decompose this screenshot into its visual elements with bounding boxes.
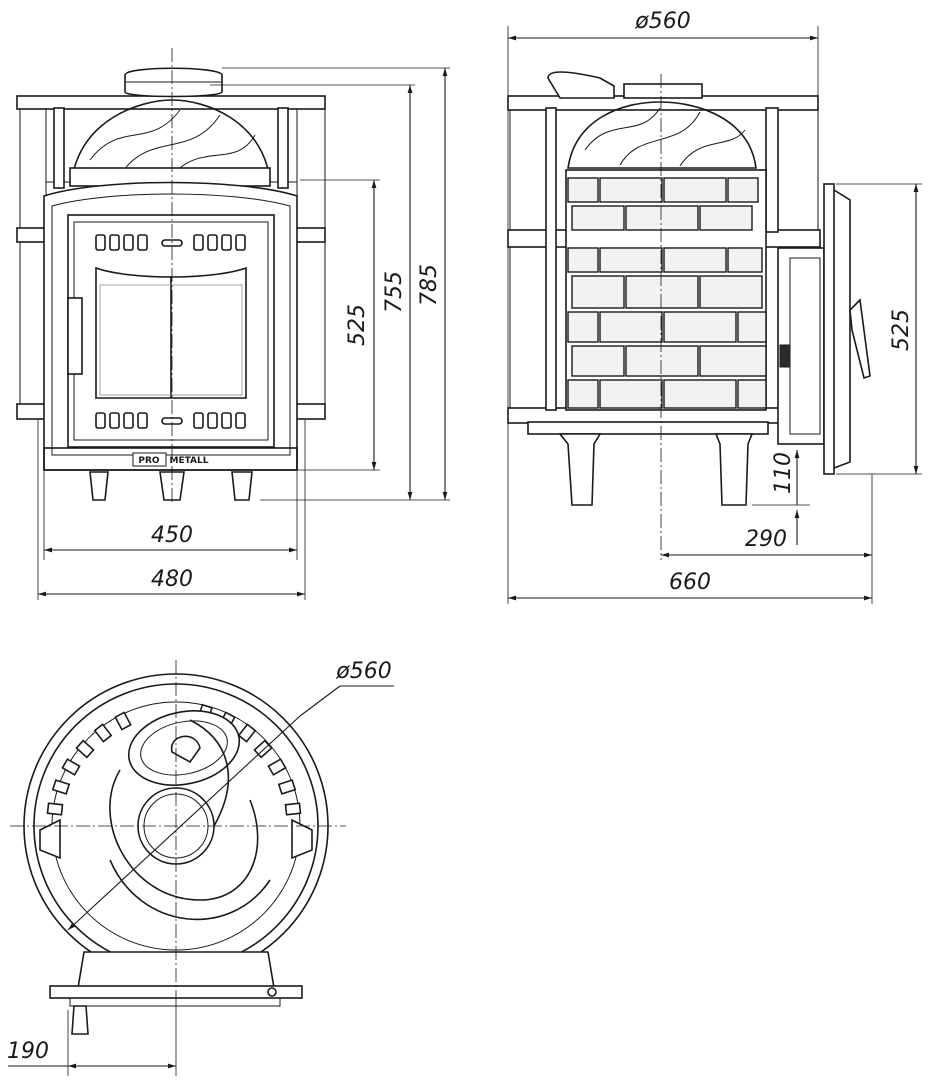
brand-logo: PRO METALL [132, 452, 209, 467]
dim-side-leg-height: 110 [771, 452, 796, 494]
front-base [43, 447, 298, 471]
side-door-handle [849, 298, 871, 380]
front-mesh-right [296, 107, 326, 411]
top-spiral [109, 719, 271, 921]
front-post-right [277, 107, 289, 189]
front-door-handle [67, 297, 83, 375]
dim-front-525: 525 [345, 304, 370, 346]
top-chimney-oval [127, 710, 241, 786]
side-dome [567, 101, 757, 169]
front-view: PRO METALL [16, 48, 326, 505]
side-mesh-left [509, 107, 547, 411]
side-leg-right [714, 433, 754, 506]
side-door-frame [777, 247, 825, 445]
front-leg-left [89, 471, 109, 501]
dim-side-diameter: ø560 [634, 9, 690, 34]
dim-side-door-height: 525 [889, 309, 914, 351]
front-dimensions: 525 755 785 450 480 [37, 67, 450, 600]
top-door-handle [71, 1005, 89, 1035]
side-post-right [765, 107, 779, 233]
front-leg-center [159, 471, 185, 501]
brand-logo-left: PRO [138, 456, 160, 466]
dim-top-diameter: ø560 [335, 659, 391, 684]
top-view [10, 660, 346, 1035]
side-leg-left [558, 433, 602, 506]
side-brick-body [565, 169, 767, 411]
front-top-vents [95, 234, 246, 251]
side-chimney-elbow [547, 71, 615, 99]
front-post-left [53, 107, 65, 189]
front-mesh-left [19, 107, 47, 411]
side-door-panel [823, 183, 835, 475]
top-dimensions: ø560 190 [7, 659, 394, 1076]
dim-front-480: 480 [151, 567, 193, 592]
dim-front-785: 785 [417, 264, 442, 306]
side-post-left [545, 107, 557, 411]
dim-side-depth-total: 660 [669, 570, 711, 595]
front-top-shelf [16, 95, 326, 110]
front-leg-right [231, 471, 253, 501]
side-mesh-right [777, 107, 819, 233]
brand-logo-right: METALL [170, 456, 209, 466]
front-bottom-vents [95, 412, 246, 429]
side-view [507, 71, 871, 560]
dim-front-450: 450 [151, 523, 193, 548]
dim-front-755: 755 [382, 271, 407, 313]
side-dimensions: ø560 525 110 290 660 [507, 9, 922, 604]
side-chimney-collar [623, 83, 703, 99]
dim-side-door-depth: 290 [745, 527, 787, 552]
side-base [527, 421, 769, 435]
side-dome-ribs [584, 107, 746, 167]
dim-top-door-offset: 190 [7, 1039, 49, 1064]
